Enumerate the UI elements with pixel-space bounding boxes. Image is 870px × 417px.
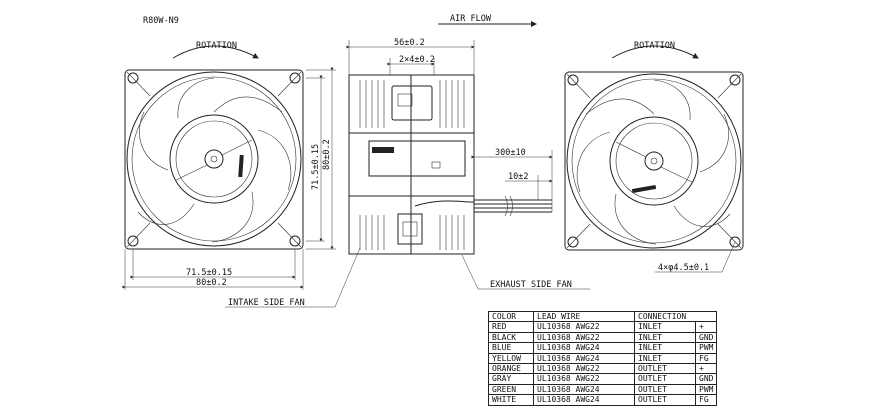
intake-side-label: INTAKE SIDE FAN <box>228 298 305 308</box>
side-dimensions: 56±0.2 2×4±0.2 300±10 10±2 <box>346 38 553 212</box>
intake-fan-view: ROTATION <box>124 41 304 250</box>
height-dim: 80±0.2 <box>322 139 332 170</box>
table-row: BLUE UL10368 AWG24 INLET PWM <box>488 342 718 354</box>
model-label: R80W-N9 <box>143 16 179 26</box>
intake-blades <box>137 77 292 243</box>
intake-dimensions: 71.5±0.15 80±0.2 71.5±0.15 80±0.2 <box>122 67 336 290</box>
table-row: BLACK UL10368 AWG22 INLET GND <box>488 331 718 344</box>
header-connection: CONNECTION <box>633 310 718 323</box>
table-header-row: COLOR LEAD WIRE CONNECTION <box>488 310 718 323</box>
header-color: COLOR <box>488 310 534 323</box>
intake-rotation-label: ROTATION <box>196 41 237 51</box>
intake-mounting-holes <box>127 72 301 247</box>
holes-dim: 4×φ4.5±0.1 <box>658 263 709 273</box>
lead-length-dim: 300±10 <box>495 148 526 158</box>
exhaust-rotation-label: ROTATION <box>634 41 675 51</box>
strip-length-dim: 10±2 <box>508 172 528 182</box>
table-row: ORANGE UL10368 AWG22 OUTLET + <box>488 363 718 375</box>
exhaust-blades <box>576 79 731 245</box>
lead-wires <box>414 195 552 217</box>
depth-dim: 56±0.2 <box>394 38 425 48</box>
exhaust-side-label: EXHAUST SIDE FAN <box>490 280 572 290</box>
table-row: WHITE UL10368 AWG24 OUTLET FG <box>488 394 718 406</box>
lead-wire-table: COLOR LEAD WIRE CONNECTION RED UL10368 A… <box>488 310 718 406</box>
table-row: RED UL10368 AWG22 INLET + <box>488 321 718 333</box>
intake-side-callout: INTAKE SIDE FAN <box>225 247 361 308</box>
exhaust-fan-view: ROTATION <box>564 41 744 251</box>
table-row: YELLOW UL10368 AWG24 INLET FG <box>488 352 718 365</box>
header-lead-wire: LEAD WIRE <box>533 310 635 323</box>
side-view <box>348 74 552 255</box>
exhaust-mounting-holes <box>567 74 741 248</box>
air-flow-indicator: AIR FLOW <box>438 14 537 27</box>
two-by-four-dim: 2×4±0.2 <box>399 55 435 65</box>
hole-pitch-h-dim: 71.5±0.15 <box>186 268 232 278</box>
holes-callout: 4×φ4.5±0.1 <box>655 241 736 273</box>
width-dim: 80±0.2 <box>196 278 227 288</box>
table-row: GRAY UL10368 AWG22 OUTLET GND <box>488 373 718 385</box>
air-flow-label: AIR FLOW <box>450 14 492 24</box>
exhaust-side-callout: EXHAUST SIDE FAN <box>461 254 590 290</box>
table-row: GREEN UL10368 AWG24 OUTLET PWM <box>488 383 718 396</box>
hole-pitch-v-dim: 71.5±0.15 <box>311 144 321 190</box>
